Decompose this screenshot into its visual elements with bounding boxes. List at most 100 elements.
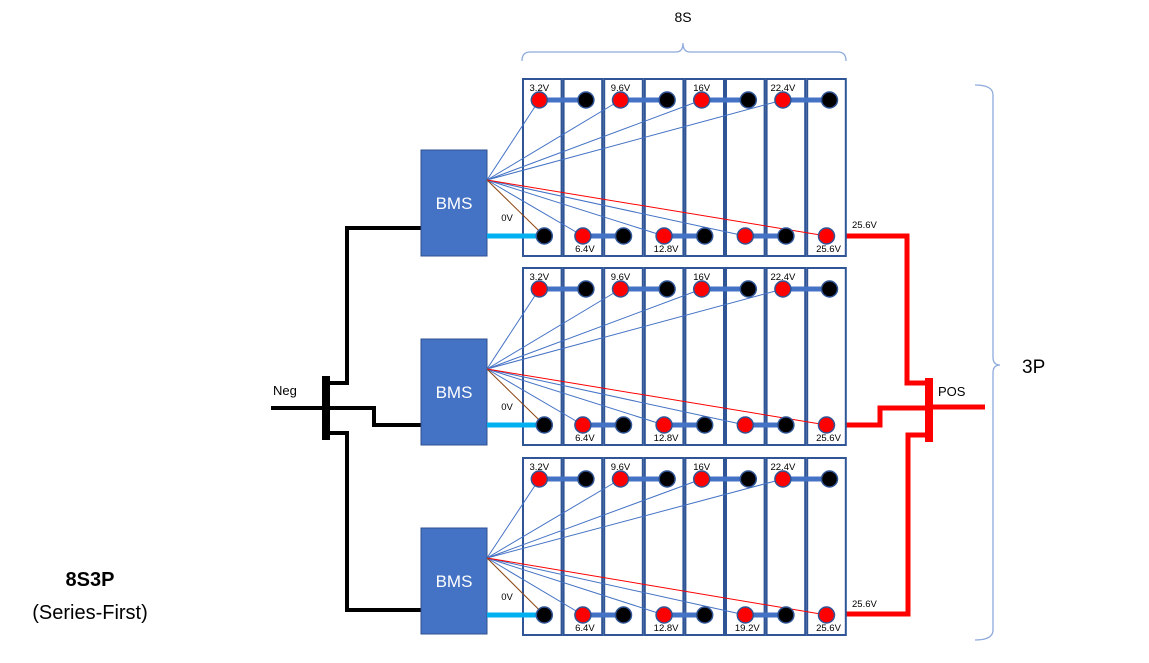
negative-terminal-label: Neg [273, 383, 297, 398]
cell-voltage-label: 16V [693, 83, 711, 94]
negative-terminal [577, 91, 595, 109]
battery-cell [765, 457, 807, 636]
positive-wire-pack-2 [826, 405, 926, 428]
balance-lead [486, 288, 621, 370]
positive-terminal-label: POS [938, 384, 966, 399]
balance-lead [486, 179, 665, 237]
negative-wire-pack-2 [330, 406, 421, 427]
negative-wire-pack-3 [330, 431, 421, 612]
cell-voltage-label: 6.4V [575, 244, 595, 255]
positive-terminal [530, 91, 549, 109]
battery-cell [765, 267, 807, 446]
positive-terminal [530, 280, 549, 298]
battery-cell [603, 267, 644, 446]
balance-lead [486, 557, 665, 616]
balance-leads [486, 478, 827, 616]
battery-cell [522, 78, 563, 257]
pack-output-voltage-label: 25.6V [852, 599, 877, 610]
negative-terminal [777, 416, 795, 434]
positive-terminal [736, 606, 755, 624]
cell-voltage-label: 12.8V [654, 244, 679, 255]
negative-terminal [658, 280, 676, 298]
negative-terminal [820, 470, 839, 488]
negative-terminal [614, 227, 633, 245]
negative-terminal [695, 227, 714, 245]
battery-cell [522, 267, 563, 446]
ground-voltage-label: 0V [501, 592, 513, 603]
balance-leads [486, 99, 827, 237]
bms-label: BMS [436, 383, 473, 402]
bms-box [420, 338, 488, 446]
battery-cell [603, 78, 644, 257]
balance-lead [486, 478, 540, 559]
positive-terminal [655, 227, 673, 245]
battery-cell [725, 78, 766, 257]
positive-terminal [692, 470, 711, 488]
battery-cell [643, 267, 685, 446]
ground-lead [486, 557, 545, 616]
cell-voltage-label: 25.6V [816, 623, 841, 634]
cell-voltage-label: 3.2V [530, 83, 550, 94]
negative-busbar [322, 376, 330, 440]
positive-terminal [655, 606, 673, 624]
balance-lead [486, 179, 746, 237]
balance-lead [486, 478, 784, 559]
positive-wire-pack-1 [826, 233, 926, 386]
negative-terminal [739, 280, 758, 298]
cell-voltage-label: 19.2V [735, 623, 760, 634]
pack-wiring [271, 226, 985, 617]
bms-box [420, 527, 488, 635]
battery-cell [684, 267, 726, 446]
negative-terminal [535, 416, 554, 434]
pack-output-voltage-label: 25.6V [852, 220, 877, 231]
positive-terminal [817, 416, 836, 434]
positive-terminal [817, 606, 836, 624]
top-voltage-lead [486, 179, 827, 237]
positive-terminal [574, 227, 592, 245]
balance-lead [486, 478, 621, 559]
cell-voltage-label: 12.8V [654, 623, 679, 634]
cell-voltage-label: 3.2V [530, 462, 550, 473]
battery-cell [725, 267, 766, 446]
positive-terminal [655, 416, 673, 434]
positive-terminal [692, 91, 711, 109]
negative-terminal [614, 416, 633, 434]
positive-busbar [925, 378, 933, 442]
balance-lead [486, 288, 784, 370]
cell-voltage-label: 9.6V [611, 83, 631, 94]
cell-voltage-label: 12.8V [654, 433, 679, 444]
series-label: 8S [674, 9, 691, 25]
balance-lead [486, 557, 584, 616]
positive-terminal [736, 227, 755, 245]
balance-lead [486, 368, 665, 426]
positive-terminal [817, 227, 836, 245]
positive-wire-pack-3 [826, 432, 926, 617]
positive-terminal [611, 91, 630, 109]
bms-label: BMS [436, 194, 473, 213]
battery-cell [806, 267, 847, 446]
ground-lead [486, 368, 545, 426]
battery-cell [603, 457, 644, 636]
battery-cell [806, 78, 847, 257]
balance-lead [486, 557, 746, 616]
cell-voltage-label: 16V [693, 462, 711, 473]
balance-lead [486, 99, 540, 181]
balance-lead [486, 99, 784, 181]
cell-voltage-label: 3.2V [530, 272, 550, 283]
negative-terminal [695, 416, 714, 434]
cell-voltage-label: 9.6V [611, 462, 631, 473]
negative-terminal [820, 280, 839, 298]
negative-terminal [577, 280, 595, 298]
cell-voltage-label: 25.6V [816, 244, 841, 255]
balance-lead [486, 478, 702, 559]
bms-box [420, 149, 488, 257]
balance-lead [486, 368, 746, 426]
configuration-subtitle: (Series-First) [32, 602, 148, 624]
negative-terminal [535, 606, 554, 624]
battery-cell [765, 78, 807, 257]
ground-lead [486, 179, 545, 237]
top-voltage-lead [486, 557, 827, 616]
